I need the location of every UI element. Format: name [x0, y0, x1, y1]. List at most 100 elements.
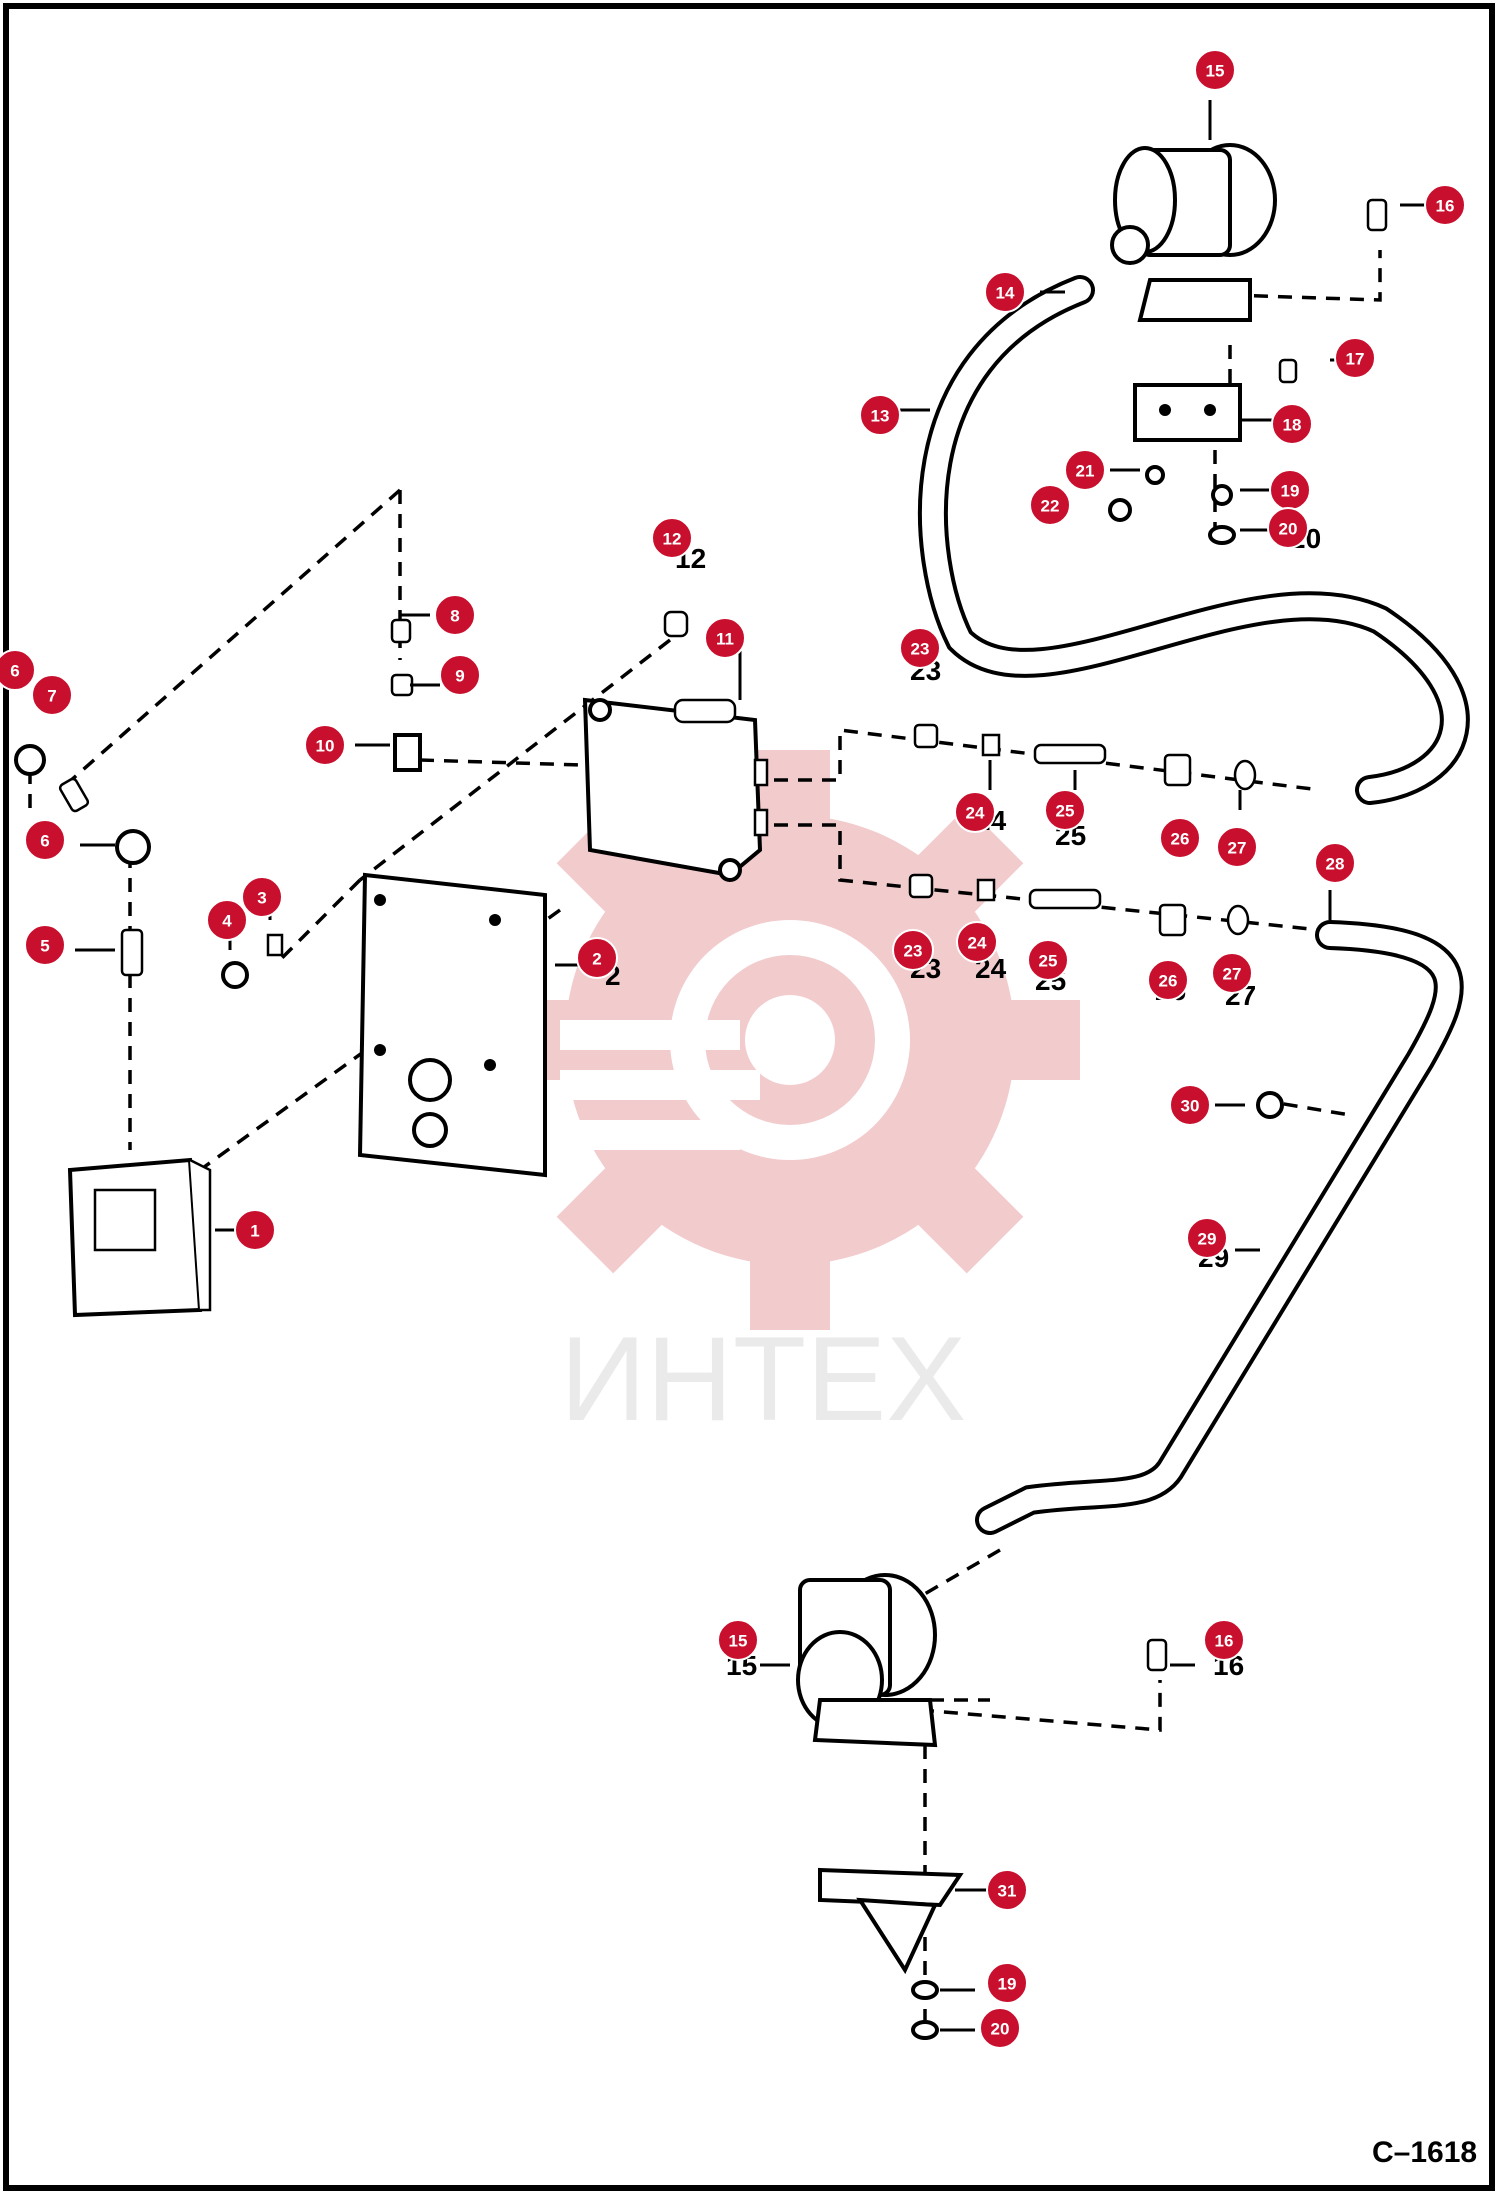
callout-circle [1027, 939, 1069, 981]
callout-c2: 2 [576, 937, 618, 979]
callout-c17: 17 [1334, 337, 1376, 379]
callout-number: 6 [40, 832, 49, 851]
callout-c12: 12 [651, 517, 693, 559]
callout-circle [984, 271, 1026, 313]
callout-circle [31, 674, 73, 716]
callout-number: 21 [1076, 462, 1095, 481]
callout-circle [1211, 952, 1253, 994]
callout-circle [899, 627, 941, 669]
lower-gauge-cylinder [796, 1573, 1168, 1748]
callout-number: 18 [1283, 416, 1302, 435]
junction-box [582, 697, 769, 882]
callout-circle [576, 937, 618, 979]
mounting-plate [357, 872, 547, 1178]
callout-c13: 13 [859, 394, 901, 436]
callout-number: 26 [1159, 972, 1178, 991]
callout-c20b: 20 [979, 2007, 1021, 2049]
callout-number: 29 [1198, 1230, 1217, 1249]
callout-circle [1203, 1619, 1245, 1661]
callout-c6b: 6 [24, 819, 66, 861]
callout-circle [434, 594, 476, 636]
callout-number: 4 [222, 912, 232, 931]
callout-c8: 8 [434, 594, 476, 636]
callout-c7: 7 [31, 674, 73, 716]
callout-number: 15 [1206, 62, 1225, 81]
callout-circle [24, 924, 66, 966]
watermark-text: ИНТЕХ [560, 1312, 966, 1446]
watermark-gear-logo: ИНТЕХ [500, 750, 1080, 1446]
diagram-border [3, 3, 1495, 2191]
callout-c31: 31 [986, 1869, 1028, 1911]
callout-c1: 1 [234, 1209, 276, 1251]
callout-c30: 30 [1169, 1084, 1211, 1126]
diagram-code: C–1618 [1372, 2136, 1477, 2169]
callout-circle [1271, 403, 1313, 445]
callout-circle [1334, 337, 1376, 379]
callout-circle [954, 791, 996, 833]
callout-c16a: 16 [1424, 184, 1466, 226]
callout-number: 27 [1228, 839, 1247, 858]
callout-circle [704, 617, 746, 659]
callout-number: 23 [911, 640, 930, 659]
callout-number: 26 [1171, 830, 1190, 849]
callout-number: 6 [10, 662, 19, 681]
callout-number: 28 [1326, 855, 1345, 874]
callout-circle [1216, 826, 1258, 868]
callout-number: 3 [257, 889, 266, 908]
callout-number: 20 [991, 2020, 1010, 2039]
callout-number: 25 [1039, 952, 1058, 971]
callout-c25a: 25 [1044, 789, 1086, 831]
callout-circle [439, 654, 481, 696]
callout-number: 7 [47, 687, 56, 706]
callout-circle [956, 921, 998, 963]
callout-number: 12 [663, 530, 682, 549]
callout-circle [241, 876, 283, 918]
callout-circle [1044, 789, 1086, 831]
callout-number: 5 [40, 937, 49, 956]
callout-number: 27 [1223, 965, 1242, 984]
callout-circle [206, 899, 248, 941]
callout-c15a: 15 [1194, 49, 1236, 91]
callout-c23a: 23 [899, 627, 941, 669]
callout-number: 31 [998, 1882, 1017, 1901]
callout-c22: 22 [1029, 484, 1071, 526]
callout-circle [651, 517, 693, 559]
callout-circle [1186, 1217, 1228, 1259]
callout-circle [1314, 842, 1356, 884]
callout-circle [1064, 449, 1106, 491]
callout-circle [1159, 817, 1201, 859]
lower-bracket [818, 1867, 964, 2040]
callout-c29: 29 [1186, 1217, 1228, 1259]
callout-number: 24 [968, 934, 987, 953]
callout-circle [1029, 484, 1071, 526]
callout-circle [986, 1869, 1028, 1911]
callout-number: 23 [904, 942, 923, 961]
callout-circle [234, 1209, 276, 1251]
callout-c20a: 20 [1267, 507, 1309, 549]
callout-c10: 10 [304, 724, 346, 766]
callout-c19a: 19 [1269, 469, 1311, 511]
callout-number: 13 [871, 407, 890, 426]
hose-lower-line [975, 920, 1464, 1535]
callout-c27b: 27 [1211, 952, 1253, 994]
callout-circle [1267, 507, 1309, 549]
callout-c25b: 25 [1027, 939, 1069, 981]
callout-c15b: 15 [717, 1619, 759, 1661]
callout-number: 16 [1215, 1632, 1234, 1651]
hose-upper [917, 275, 1470, 805]
callout-c3: 3 [241, 876, 283, 918]
callout-c6a: 6 [0, 649, 36, 691]
callout-circle [1194, 49, 1236, 91]
callout-number: 19 [998, 1975, 1017, 1994]
callout-number: 14 [996, 284, 1015, 303]
callout-number: 11 [716, 630, 734, 649]
callout-c23b: 23 [892, 929, 934, 971]
callout-number: 22 [1041, 497, 1060, 516]
callout-c27a: 27 [1216, 826, 1258, 868]
callout-number: 30 [1181, 1097, 1200, 1116]
callout-circle [304, 724, 346, 766]
callout-circle [859, 394, 901, 436]
callout-number: 15 [729, 1632, 748, 1651]
